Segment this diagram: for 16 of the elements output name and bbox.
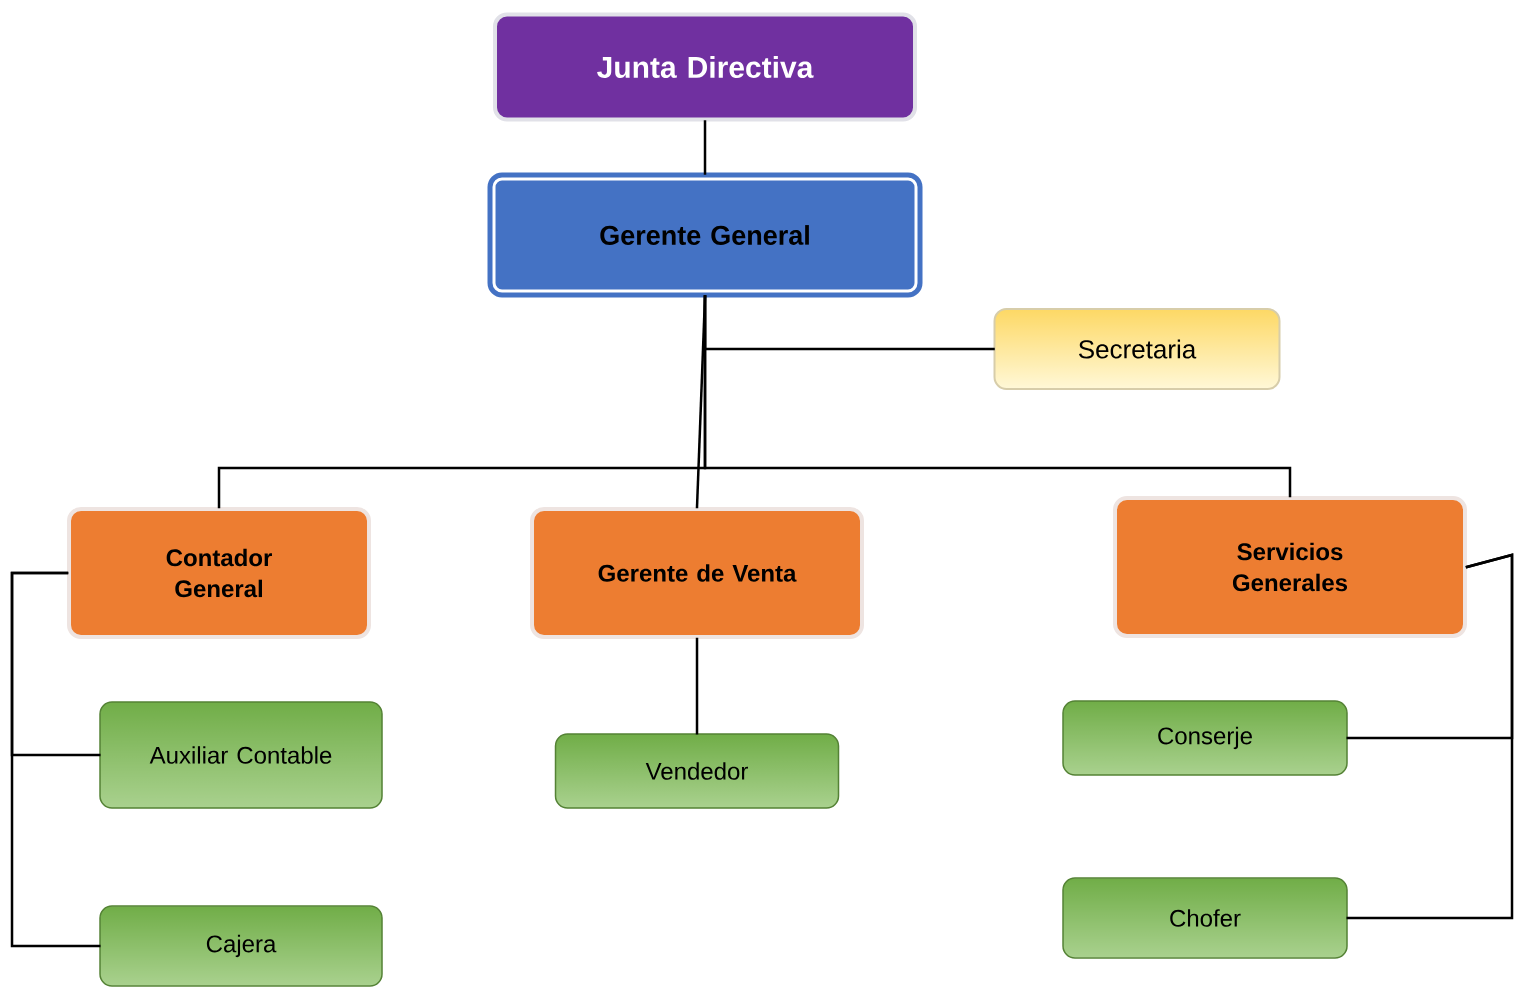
title-box: Junta Directiva bbox=[493, 12, 917, 122]
staff-box: Chofer bbox=[1062, 877, 1348, 959]
staff-box: Secretaria bbox=[993, 308, 1281, 390]
department-box: Gerente de Venta bbox=[530, 507, 864, 639]
department-box: Servicios Generales bbox=[1113, 496, 1467, 638]
connector-line bbox=[703, 120, 707, 175]
staff-box: Conserje bbox=[1062, 700, 1348, 776]
connector-line bbox=[1346, 553, 1514, 920]
manager-box: Gerente General bbox=[484, 169, 926, 301]
department-box: Contador General bbox=[67, 507, 371, 639]
connector-line bbox=[10, 571, 101, 948]
staff-box: Cajera bbox=[99, 905, 383, 987]
staff-box: Auxiliar Contable bbox=[99, 701, 383, 809]
connector-line bbox=[703, 295, 1292, 498]
connector-line bbox=[695, 637, 699, 735]
staff-box: Vendedor bbox=[554, 733, 840, 809]
